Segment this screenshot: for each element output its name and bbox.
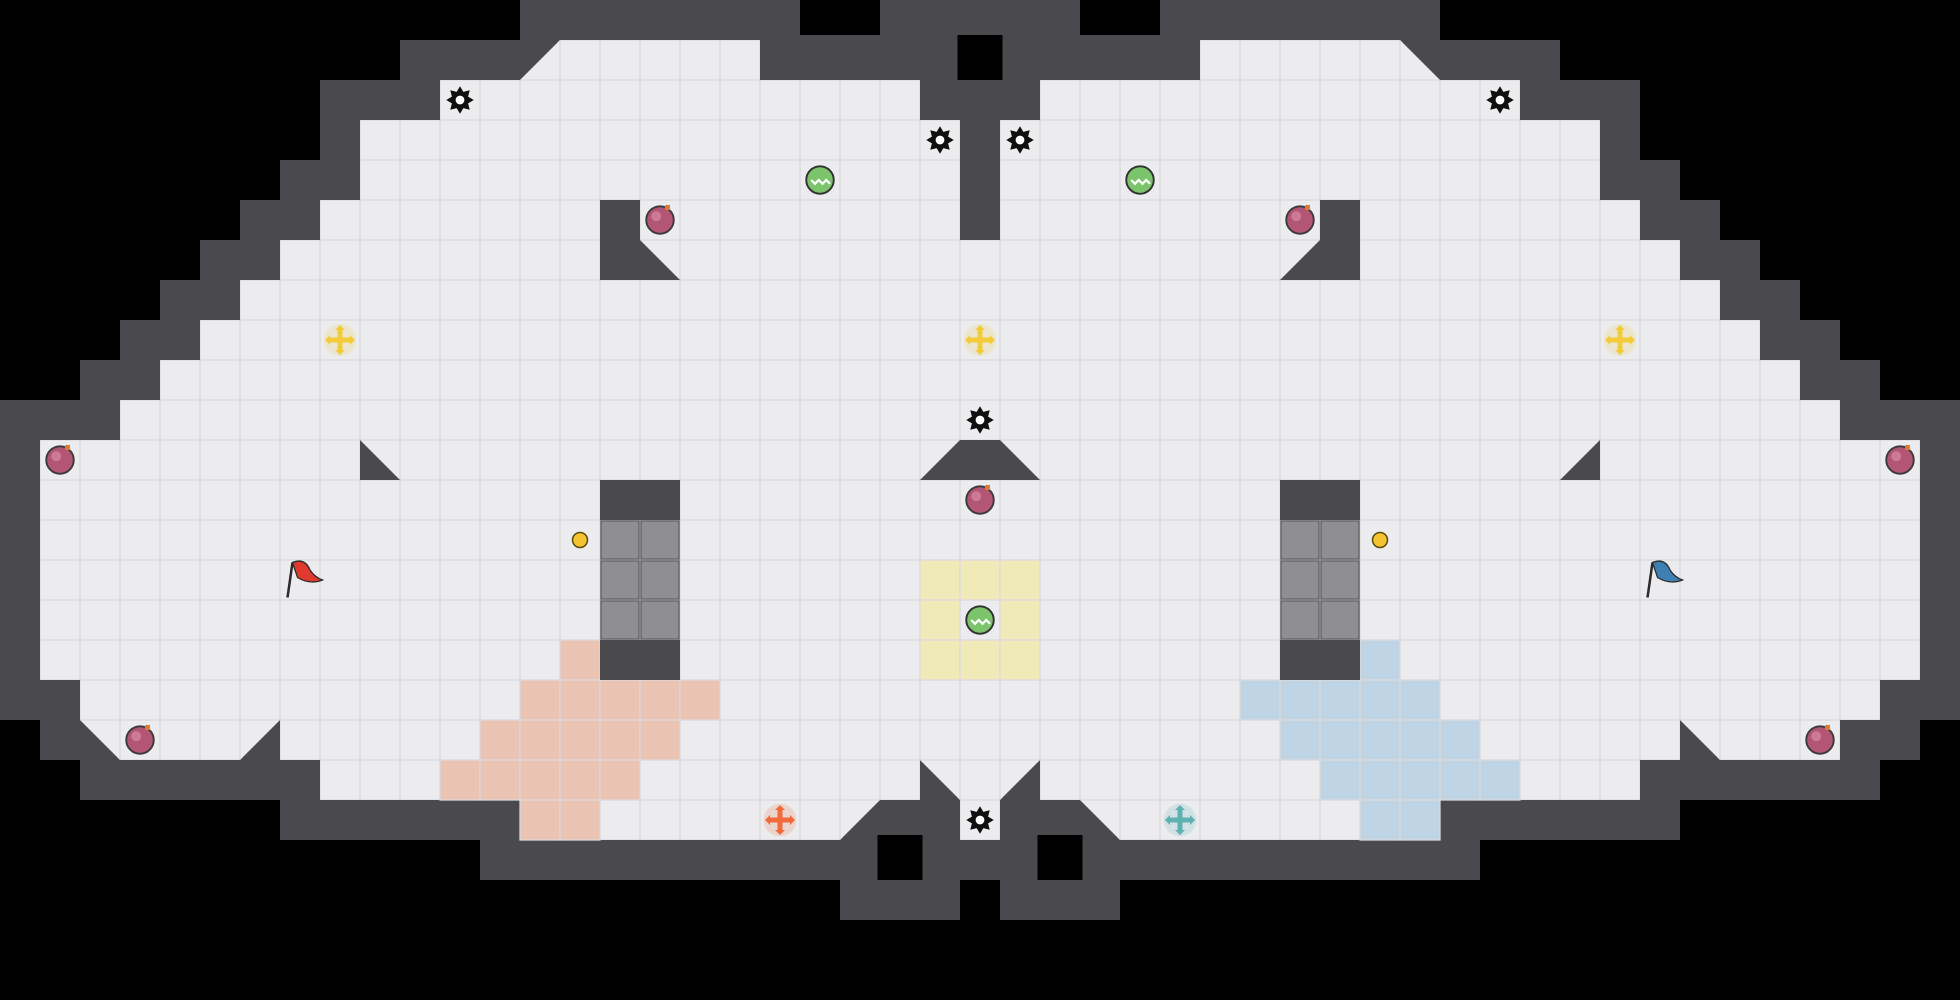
bottom-hole-right bbox=[1037, 835, 1083, 880]
bomb-icon bbox=[645, 205, 675, 235]
gate-left bbox=[600, 520, 680, 640]
left-wedge-wall bbox=[600, 200, 680, 280]
left-cap-bottom bbox=[600, 640, 680, 680]
neutral-tiles bbox=[919, 559, 1041, 681]
boost-icon bbox=[1603, 323, 1637, 357]
left-cap-top bbox=[600, 480, 680, 520]
spike-icon bbox=[966, 806, 994, 834]
boost-icon bbox=[763, 803, 797, 837]
boost-icon bbox=[323, 323, 357, 357]
flag-blue-icon bbox=[1646, 560, 1685, 598]
bomb-icon bbox=[1805, 725, 1835, 755]
spike-icon bbox=[966, 406, 994, 434]
spike-icon bbox=[1486, 86, 1514, 114]
boost-icon bbox=[1163, 803, 1197, 837]
red-team-tiles bbox=[439, 639, 721, 841]
bomb-icon bbox=[125, 725, 155, 755]
center-ramp-wall bbox=[920, 440, 1040, 480]
powerup-icon bbox=[965, 605, 995, 635]
right-cap-top bbox=[1280, 480, 1360, 520]
powerup-icon bbox=[1125, 165, 1155, 195]
blue-team-tiles bbox=[1239, 639, 1521, 841]
spike-icon bbox=[926, 126, 954, 154]
bomb-icon bbox=[1885, 445, 1915, 475]
powerup-icon bbox=[805, 165, 835, 195]
center-pillar-wall bbox=[960, 120, 1000, 240]
button-icon bbox=[1371, 531, 1389, 549]
left-small-wedge bbox=[360, 440, 400, 480]
gate-right bbox=[1280, 520, 1360, 640]
bottom-hole-left bbox=[877, 835, 923, 880]
spike-icon bbox=[1006, 126, 1034, 154]
right-small-wedge bbox=[1560, 440, 1600, 480]
right-wedge-wall bbox=[1280, 200, 1360, 280]
flag-red-icon bbox=[286, 560, 325, 598]
bomb-icon bbox=[965, 485, 995, 515]
spike-icon bbox=[446, 86, 474, 114]
right-cap-bottom bbox=[1280, 640, 1360, 680]
boost-icon bbox=[963, 323, 997, 357]
bomb-icon bbox=[1285, 205, 1315, 235]
button-icon bbox=[571, 531, 589, 549]
bomb-icon bbox=[45, 445, 75, 475]
top-hole bbox=[957, 35, 1003, 80]
